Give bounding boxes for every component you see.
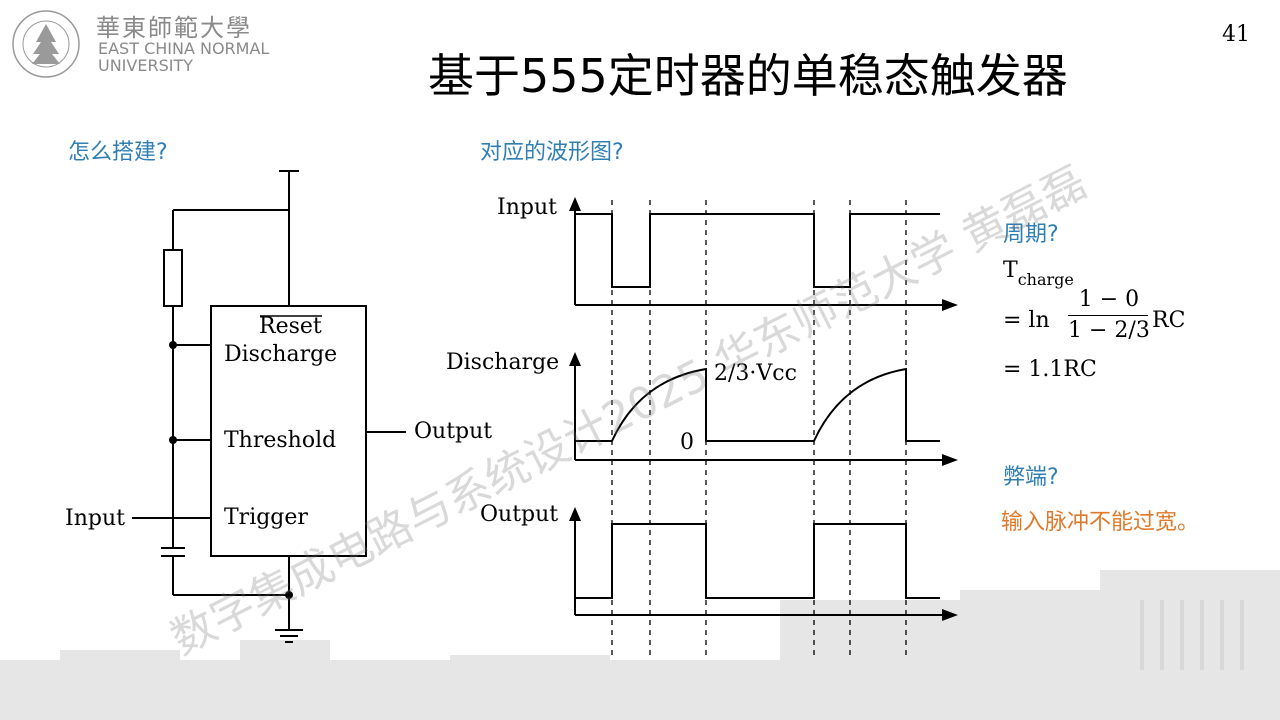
question-waveform: 对应的波形图? — [480, 140, 624, 165]
junction-dot — [285, 591, 293, 599]
waveform-label-discharge: Discharge — [446, 350, 560, 375]
logo-english-name-line1: EAST CHINA NORMAL — [98, 39, 270, 58]
formula-eq2: = 1.1RC — [1003, 357, 1097, 382]
logo-english-name-line2: UNIVERSITY — [98, 56, 193, 75]
discharge-waveform — [575, 367, 940, 442]
formula-eq1-suffix: RC — [1152, 308, 1186, 333]
level-label-high: 2/3·Vcc — [714, 361, 797, 386]
circuit-diagram — [132, 170, 406, 643]
input-waveform — [575, 213, 940, 288]
question-period: 周期? — [1003, 222, 1059, 247]
formula-t-subscript: charge — [1017, 270, 1074, 289]
pin-label-output: Output — [414, 419, 493, 444]
pin-label-threshold: Threshold — [224, 428, 337, 453]
pin-label-trigger: Trigger — [224, 505, 308, 530]
formula-t-symbol: T — [1003, 258, 1018, 283]
output-waveform — [575, 523, 940, 599]
pin-label-discharge: Discharge — [224, 342, 338, 367]
page-title: 基于555定时器的单稳态触发器 — [428, 49, 1068, 103]
question-how-to-build: 怎么搭建? — [68, 140, 168, 165]
logo-chinese-name: 華東師範大學 — [96, 14, 252, 42]
junction-dot — [169, 341, 177, 349]
level-label-zero: 0 — [680, 430, 694, 455]
waveform-diagram — [569, 197, 958, 660]
junction-dot — [169, 436, 177, 444]
page-number: 41 — [1222, 22, 1250, 47]
waveform-label-output: Output — [480, 502, 559, 527]
university-seal-icon — [12, 10, 80, 78]
formula-fraction-numerator: 1 − 0 — [1078, 287, 1140, 312]
formula-fraction-denominator: 1 − 2/3 — [1068, 318, 1150, 343]
formula-fraction: 1 − 0 1 − 2/3 — [1068, 287, 1150, 344]
drawback-answer: 输入脉冲不能过宽。 — [1001, 510, 1200, 535]
question-drawback: 弊端? — [1003, 465, 1059, 490]
formula-t-charge: Tcharge — [1003, 258, 1074, 289]
formula-eq1-prefix: = ln — [1003, 308, 1050, 333]
waveform-label-input: Input — [497, 195, 557, 220]
pin-label-input: Input — [65, 506, 125, 531]
pin-label-reset: Reset — [259, 314, 322, 339]
